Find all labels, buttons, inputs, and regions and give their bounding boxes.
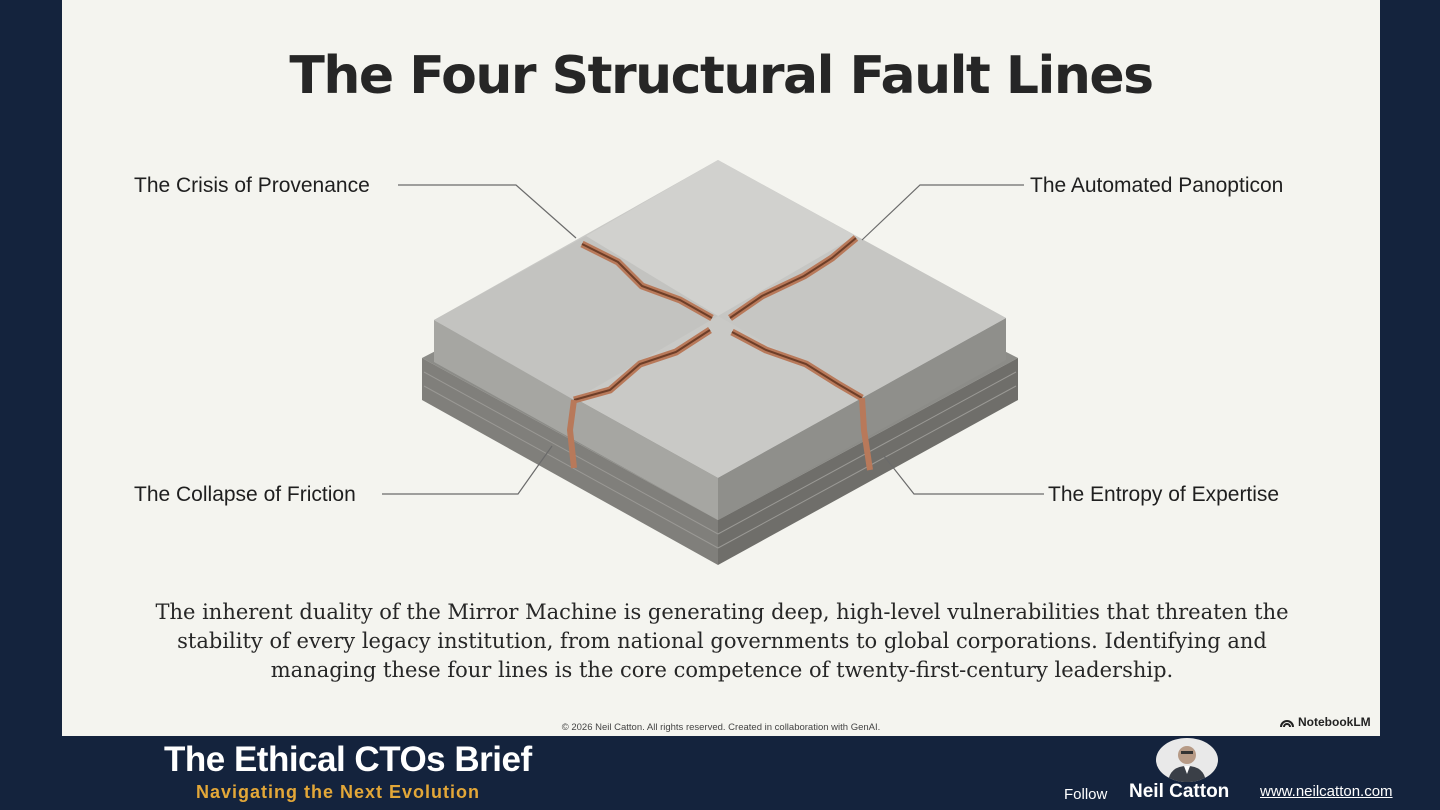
notebooklm-badge: NotebookLM [1280, 715, 1371, 729]
fault-lines-illustration [382, 160, 1044, 565]
notebooklm-label: NotebookLM [1298, 715, 1371, 729]
brand-subtitle: Navigating the Next Evolution [196, 782, 481, 802]
fault-line-label-friction: The Collapse of Friction [134, 483, 356, 506]
fault-line-label-provenance: The Crisis of Provenance [134, 174, 370, 197]
fault-line-label-panopticon: The Automated Panopticon [1030, 174, 1284, 197]
author-name[interactable]: Neil Catton [1129, 781, 1230, 802]
slide-title: The Four Structural Fault Lines [289, 46, 1154, 106]
slide-body-text: The inherent duality of the Mirror Machi… [155, 600, 1289, 682]
notebooklm-icon [1280, 720, 1294, 728]
fault-line-label-expertise: The Entropy of Expertise [1048, 483, 1280, 506]
slide: The Four Structural Fault Lines [62, 0, 1380, 736]
avatar-person-icon [1168, 746, 1206, 782]
copyright-notice: © 2026 Neil Catton. All rights reserved.… [561, 722, 881, 733]
follow-label: Follow [1064, 786, 1108, 803]
brand-title: The Ethical CTOs Brief [164, 740, 532, 779]
website-link[interactable]: www.neilcatton.com [1260, 783, 1393, 800]
avatar[interactable] [1156, 738, 1218, 782]
